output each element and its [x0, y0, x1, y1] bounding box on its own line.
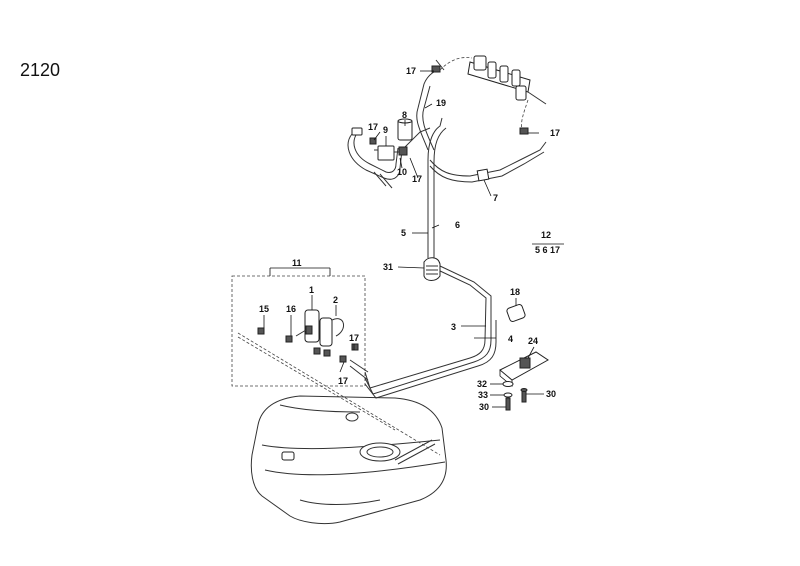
callout-labels: 17 19 8 9 17 10 17 17 7 6 5 31 11 1 2 15…: [259, 66, 560, 412]
fuel-lines-5-6: [416, 59, 447, 258]
fuel-tank: [250, 395, 447, 525]
flex-connector-31: [423, 257, 441, 281]
bracket-24: [499, 351, 549, 387]
callout-3: 3: [451, 322, 456, 332]
callout-4: 4: [508, 334, 513, 344]
callout-8: 8: [402, 110, 407, 120]
callout-5: 5: [401, 228, 406, 238]
callout-17: 17: [550, 128, 560, 138]
fuel-lines-3-4: [349, 265, 497, 399]
callout-33: 33: [478, 390, 488, 400]
callout-7: 7: [493, 193, 498, 203]
clip-18: [506, 304, 526, 322]
hardware-30-32-33: [502, 381, 528, 411]
callout-31: 31: [383, 262, 393, 272]
callout-leaders: [263, 70, 564, 408]
callout-30: 30: [479, 402, 489, 412]
callout-16: 16: [286, 304, 296, 314]
pump-module-group-box: [231, 267, 441, 456]
callout-9: 9: [383, 125, 388, 135]
parts-8-9-10: [369, 118, 413, 161]
callout-24: 24: [528, 336, 538, 346]
callout-17: 17: [368, 122, 378, 132]
hose-loop-left: [347, 127, 431, 189]
callout-17: 17: [412, 174, 422, 184]
diagram-number: 2120: [20, 60, 61, 80]
callout-30: 30: [546, 389, 556, 399]
callout-6: 6: [455, 220, 460, 230]
callout-2: 2: [333, 295, 338, 305]
callout-17: 17: [338, 376, 348, 386]
callout-19: 19: [436, 98, 446, 108]
callout-17: 17: [349, 333, 359, 343]
callout-32: 32: [477, 379, 487, 389]
callout-15: 15: [259, 304, 269, 314]
callout-1: 1: [309, 285, 314, 295]
fuel-line-7: [429, 141, 547, 183]
fuel-pump-assembly: [257, 309, 359, 363]
callout-18: 18: [510, 287, 520, 297]
group-12-members: 5 6 17: [535, 245, 560, 255]
callout-12: 12: [541, 230, 551, 240]
callout-11: 11: [292, 258, 302, 268]
callout-10: 10: [397, 167, 407, 177]
fuel-rail: [439, 55, 547, 135]
callout-17: 17: [406, 66, 416, 76]
